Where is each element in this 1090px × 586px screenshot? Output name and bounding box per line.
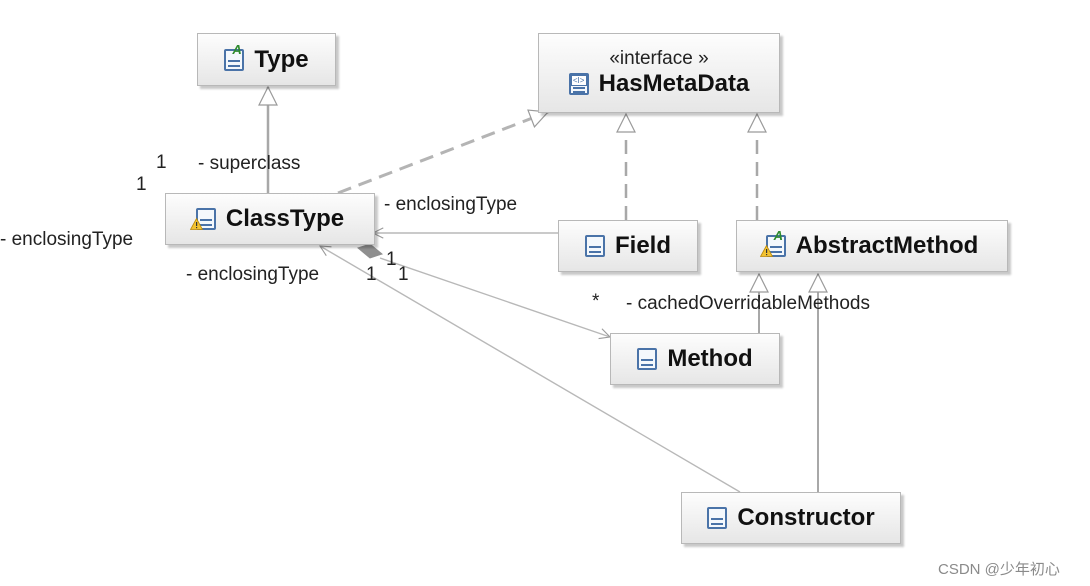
- class-name: Constructor: [737, 504, 875, 531]
- class-name: Method: [667, 345, 753, 372]
- watermark: CSDN @少年初心: [938, 561, 1060, 578]
- class-name: Field: [614, 232, 671, 259]
- class-classtype[interactable]: ClassType: [165, 193, 375, 245]
- class-name: Type: [254, 45, 309, 73]
- class-method[interactable]: Method: [610, 333, 780, 385]
- multiplicity-cached: *: [592, 291, 600, 312]
- role-superclass: - superclass: [198, 153, 301, 174]
- class-icon: [637, 347, 659, 371]
- class-icon: [707, 506, 729, 530]
- class-icon: [189, 207, 218, 231]
- class-field[interactable]: Field: [558, 220, 698, 272]
- multiplicity-method-b: 1: [398, 264, 409, 285]
- composition-diamond-icon: [356, 243, 384, 259]
- warning-icon: [759, 245, 773, 257]
- realization-classtype-hasmetadata: [337, 112, 548, 195]
- role-enclosing-type-left: - enclosingType: [0, 229, 134, 250]
- role-enclosing-type-field: - enclosingType: [384, 194, 518, 215]
- multiplicity-method-a: 1: [386, 249, 397, 270]
- class-name: AbstractMethod: [795, 232, 979, 259]
- interface-hasmetadata[interactable]: «interface » <I> HasMetaData: [538, 33, 780, 113]
- class-icon: [584, 234, 607, 258]
- multiplicity-superclass: 1: [156, 152, 167, 173]
- class-name: ClassType: [225, 205, 345, 232]
- abstract-class-icon: A: [759, 228, 788, 258]
- association-constructor-classtype: [320, 246, 741, 493]
- abstract-class-icon: A: [224, 42, 246, 72]
- composition-classtype-method: [379, 257, 610, 337]
- role-enclosing-type-constructor: - enclosingType: [186, 264, 320, 285]
- class-abstractmethod[interactable]: A AbstractMethod: [736, 220, 1008, 272]
- multiplicity-self: 1: [136, 174, 147, 195]
- role-cached-overridable-methods: - cachedOverridableMethods: [626, 293, 870, 314]
- stereotype-label: «interface »: [609, 47, 709, 69]
- class-type[interactable]: A Type: [197, 33, 336, 86]
- class-constructor[interactable]: Constructor: [681, 492, 901, 544]
- warning-icon: [189, 218, 203, 230]
- interface-name: HasMetaData: [598, 69, 750, 97]
- multiplicity-constructor: 1: [366, 264, 377, 285]
- interface-icon: <I>: [568, 72, 591, 96]
